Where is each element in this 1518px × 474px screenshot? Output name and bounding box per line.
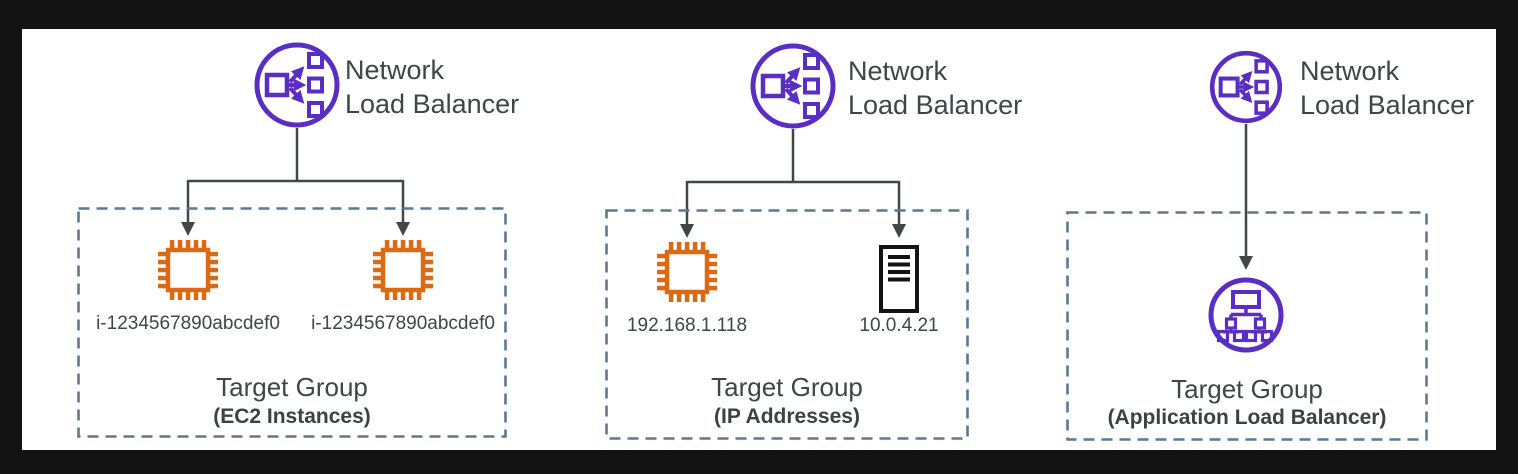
- nlb-label: Network Load Balancer: [1300, 54, 1474, 122]
- nlb-label-line1: Network: [848, 56, 948, 86]
- target-group-box-alb: [1066, 211, 1428, 441]
- arrowhead: [1239, 256, 1253, 270]
- diagram-canvas: Network Load Balancer i-1234567890abcdef…: [22, 29, 1496, 450]
- target-group-title: Target Group: [711, 372, 863, 402]
- ec2-instance-icon: [657, 242, 717, 302]
- arrowhead: [396, 222, 410, 236]
- nlb-label-line2: Load Balancer: [345, 89, 520, 119]
- target-label: i-1234567890abcdef0: [96, 313, 280, 334]
- ec2-instance-icon: [158, 240, 218, 300]
- application-load-balancer-icon: [1208, 277, 1284, 353]
- target-group-title: Target Group: [216, 372, 368, 402]
- arrowhead: [680, 224, 694, 238]
- nlb-label-line2: Load Balancer: [848, 90, 1023, 120]
- nlb-label: Network Load Balancer: [345, 53, 519, 121]
- arrowhead: [892, 224, 906, 238]
- network-load-balancer-icon: [750, 43, 836, 129]
- target-label: 10.0.4.21: [859, 315, 939, 336]
- network-load-balancer-icon: [254, 42, 340, 128]
- server-icon: [879, 245, 919, 313]
- target-group-box-ip: [605, 209, 969, 440]
- target-group-subtitle: (EC2 Instances): [213, 405, 371, 428]
- target-group-subtitle: (Application Load Balancer): [1107, 406, 1387, 429]
- nlb-label-line1: Network: [1300, 56, 1400, 86]
- target-group-box-ec2: [77, 207, 507, 438]
- network-load-balancer-icon: [1209, 50, 1283, 124]
- target-label: i-1234567890abcdef0: [311, 313, 495, 334]
- connector-lines: [77, 124, 1428, 441]
- nlb-label-line2: Load Balancer: [1300, 90, 1475, 120]
- target-group-title: Target Group: [1171, 374, 1323, 404]
- nlb-label-line1: Network: [345, 55, 445, 85]
- nlb-label: Network Load Balancer: [848, 54, 1022, 122]
- target-label: 192.168.1.118: [626, 315, 748, 336]
- arrowhead: [181, 222, 195, 236]
- ec2-instance-icon: [373, 240, 433, 300]
- target-group-subtitle: (IP Addresses): [714, 405, 860, 428]
